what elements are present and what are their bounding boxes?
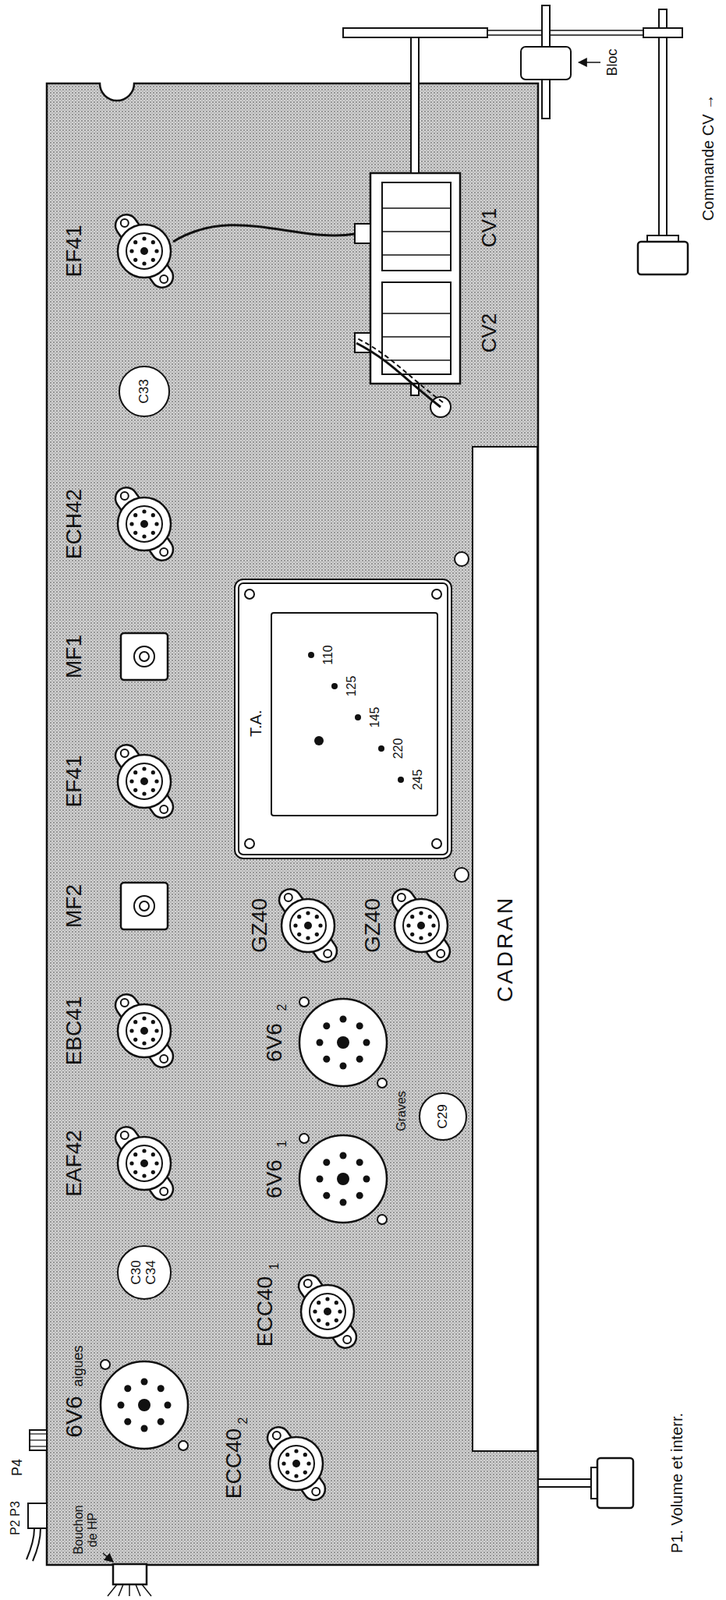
note: Graves [394, 1090, 409, 1132]
tube-label: 6V6 [60, 1395, 89, 1438]
wire [173, 225, 355, 242]
tube-label: MF2 [61, 884, 87, 928]
if-transformer-can [120, 633, 168, 680]
tube-socket [111, 210, 178, 293]
terminal-dot [308, 651, 315, 659]
tube-label: ECC40 [221, 1428, 247, 1499]
voltage-tap: 145 [368, 707, 383, 729]
part-name: P4 [9, 1459, 26, 1477]
tube-socket [111, 483, 178, 566]
capacitor-can: C29 [418, 1092, 468, 1141]
tube-label: EBC41 [61, 996, 87, 1066]
terminal-dot [354, 714, 362, 721]
voltage-tap: 220 [391, 738, 406, 760]
tube-socket [111, 990, 178, 1073]
index-number: 1 [267, 1263, 282, 1271]
capacitor-can: C33 [118, 365, 170, 418]
mounting-hole [431, 838, 443, 850]
voltage-tap: 125 [344, 676, 359, 698]
chassis-hole [454, 552, 469, 567]
tube-socket [263, 1423, 330, 1506]
index-number: 1 [275, 1140, 290, 1148]
tube-socket [294, 1271, 362, 1353]
index-number: 2 [236, 1417, 251, 1425]
capacitor-can: C30 C34 [116, 1245, 172, 1300]
power-transformer: T.A. 110 125 145 220 245 [233, 578, 453, 860]
capacitor-label: C30 C34 [129, 1260, 159, 1285]
if-transformer-can [120, 882, 168, 930]
octal-socket [299, 1133, 387, 1225]
chassis-plate [46, 83, 539, 1566]
voltage-selector: 110 125 145 220 245 [270, 612, 439, 817]
tube-label: 6V6 [262, 1023, 287, 1063]
capacitor-label: C29 [435, 1104, 451, 1129]
tube-label: GZ40 [247, 898, 273, 953]
terminal-dot [314, 736, 324, 746]
tube-label: EF41 [61, 225, 87, 278]
rear-connectors [26, 1430, 152, 1597]
part-name: CV2 [478, 313, 502, 354]
tube-label: ECC40 [252, 1276, 278, 1347]
variable-capacitor [354, 36, 461, 396]
tube-socket [275, 885, 342, 967]
part-name: Bouchon de HP [71, 1501, 101, 1559]
transformer-label: T.A. [247, 710, 266, 737]
tube-label: ECH42 [61, 488, 87, 560]
dial-panel: CADRAN [471, 446, 539, 1452]
dial-drive [343, 5, 688, 275]
mounting-hole [244, 588, 255, 600]
octal-socket [100, 1359, 188, 1451]
tube-label: EF41 [61, 755, 87, 808]
tube-label: MF1 [61, 634, 87, 679]
part-name: P2 P3 [8, 1501, 23, 1536]
tube-socket [111, 740, 178, 823]
part-name: Commande CV → [699, 94, 718, 221]
chassis-hole [454, 867, 469, 882]
mounting-hole [244, 838, 255, 850]
terminal-dot [378, 745, 385, 752]
tube-label: EAF42 [61, 1129, 87, 1198]
voltage-tap: 245 [410, 769, 425, 791]
panel-label: CADRAN [492, 895, 518, 1003]
wire [357, 338, 443, 403]
tube-label: GZ40 [360, 898, 386, 953]
tube-label: 6V6 [262, 1159, 287, 1199]
octal-socket [299, 997, 387, 1088]
tube-socket [111, 1122, 178, 1205]
terminal-dot [397, 776, 404, 783]
note: aigues [70, 1345, 87, 1387]
voltage-tap: 110 [321, 644, 336, 666]
volume-knob [538, 1458, 634, 1509]
wire [356, 343, 441, 408]
part-name: P1. Volume et interr. [668, 1413, 687, 1554]
capacitor-label: C33 [137, 378, 153, 404]
terminal-dot [331, 683, 338, 690]
index-number: 2 [275, 1004, 290, 1012]
mounting-hole [431, 588, 443, 600]
part-name: CV1 [478, 208, 502, 248]
tube-socket [388, 885, 455, 967]
part-name: Bloc [604, 48, 621, 76]
